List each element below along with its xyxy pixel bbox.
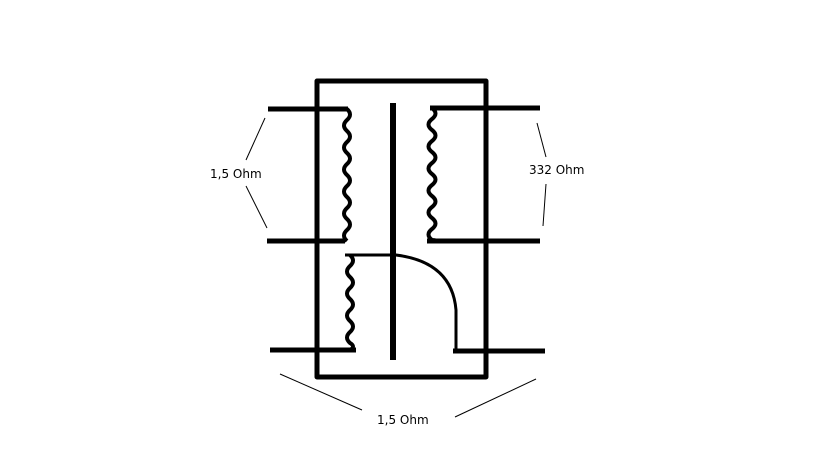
primary-upper-coil	[342, 107, 352, 243]
label-primary-upper: 1,5 Ohm	[210, 167, 262, 181]
bracket-bottom-right	[454, 378, 537, 418]
bracket-upper-left-top	[245, 117, 266, 161]
bracket-right-top	[536, 122, 547, 158]
transformer-housing	[314, 78, 489, 380]
bracket-right-bottom	[542, 183, 547, 227]
primary-lower-coil	[345, 253, 355, 352]
bracket-upper-left-bottom	[245, 185, 268, 229]
label-primary-lower: 1,5 Ohm	[377, 413, 429, 427]
secondary-coil	[426, 106, 438, 243]
bracket-bottom-left	[279, 373, 363, 411]
label-secondary: 332 Ohm	[529, 163, 584, 177]
tap-connection-wire	[345, 253, 458, 352]
